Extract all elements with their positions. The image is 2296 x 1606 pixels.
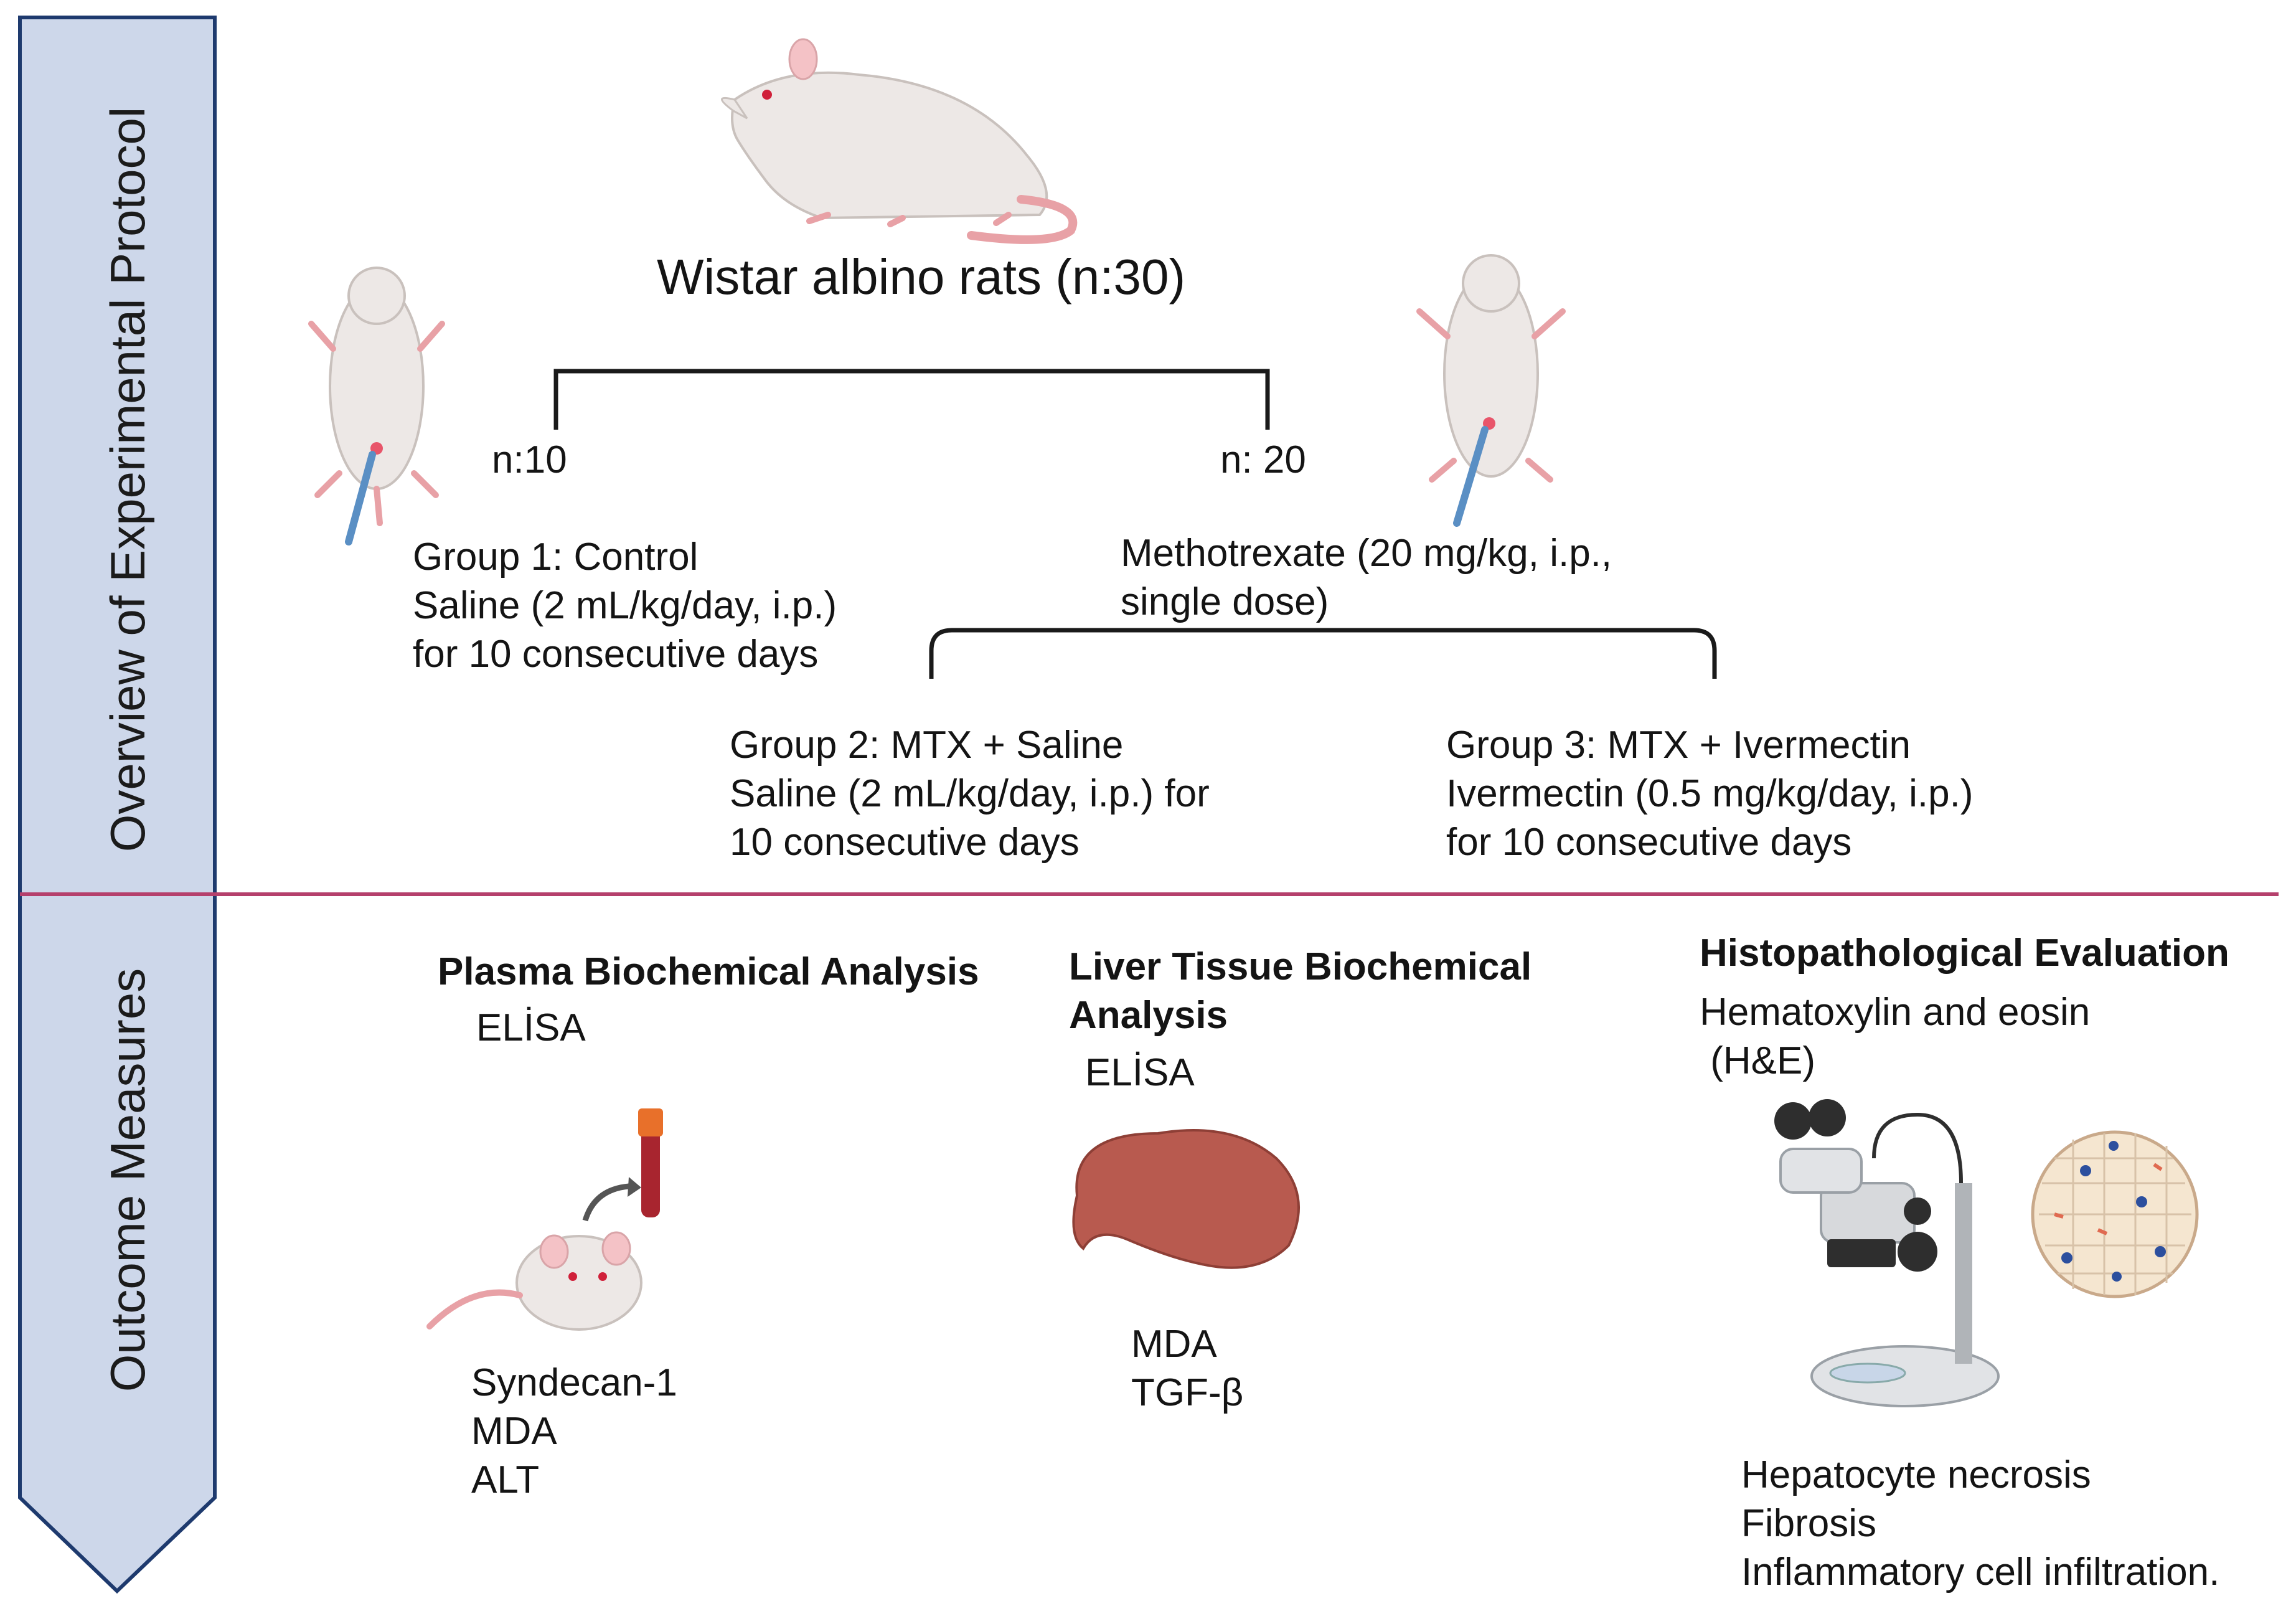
blood-tube-icon	[638, 1108, 663, 1217]
cohort-title: Wistar albino rats (n:30)	[657, 249, 1186, 305]
liver-marker-2: TGF-β	[1131, 1371, 1244, 1414]
group2-line2: Saline (2 mL/kg/day, i.p.) for	[730, 772, 1210, 815]
side-label-protocol: Overview of Experimental Protocol	[100, 106, 155, 853]
branch-right-n: n: 20	[1220, 438, 1306, 481]
tissue-sample-icon	[2031, 1130, 2199, 1298]
lower-bracket	[929, 628, 1717, 679]
group3-line3: for 10 consecutive days	[1446, 821, 1852, 864]
plasma-method: ELİSA	[476, 1006, 586, 1049]
plasma-title: Plasma Biochemical Analysis	[438, 950, 979, 993]
top-bracket	[553, 369, 1270, 430]
group1-line1: Group 1: Control	[413, 536, 699, 579]
group3-line1: Group 3: MTX + Ivermectin	[1446, 724, 1911, 767]
group2-line1: Group 2: MTX + Saline	[730, 724, 1124, 767]
supine-rat-injection-icon	[308, 267, 445, 546]
histo-finding-3: Inflammatory cell infiltration.	[1741, 1551, 2220, 1594]
histo-title: Histopathological Evaluation	[1700, 932, 2229, 975]
histo-method-line1: Hematoxylin and eosin	[1700, 991, 2091, 1034]
liver-icon	[1072, 1129, 1300, 1269]
group2-line3: 10 consecutive days	[730, 821, 1080, 864]
supine-rat-injection-icon-2	[1416, 254, 1566, 527]
mtx-line2: single dose)	[1121, 580, 1329, 623]
liver-marker-1: MDA	[1131, 1323, 1217, 1366]
plasma-marker-1: Syndecan-1	[471, 1361, 677, 1404]
mouse-blood-sample-icon	[426, 1177, 642, 1331]
histo-method-line2: (H&E)	[1700, 1039, 1815, 1082]
microscope-icon	[1774, 1099, 2000, 1407]
histo-finding-1: Hepatocyte necrosis	[1741, 1453, 2091, 1496]
rat-icon	[721, 38, 1078, 244]
group3-line2: Ivermectin (0.5 mg/kg/day, i.p.)	[1446, 772, 1974, 815]
liver-method: ELİSA	[1085, 1051, 1195, 1094]
mtx-line1: Methotrexate (20 mg/kg, i.p.,	[1121, 532, 1612, 575]
group1-line3: for 10 consecutive days	[413, 633, 819, 676]
liver-title-line1: Liver Tissue Biochemical	[1069, 945, 1532, 988]
side-label-outcome: Outcome Measures	[100, 968, 155, 1392]
plasma-marker-2: MDA	[471, 1410, 557, 1453]
histo-finding-2: Fibrosis	[1741, 1502, 1877, 1545]
plasma-marker-3: ALT	[471, 1458, 540, 1501]
liver-title-line2: Analysis	[1069, 994, 1228, 1037]
branch-left-n: n:10	[492, 438, 567, 481]
group1-line2: Saline (2 mL/kg/day, i.p.)	[413, 584, 837, 627]
